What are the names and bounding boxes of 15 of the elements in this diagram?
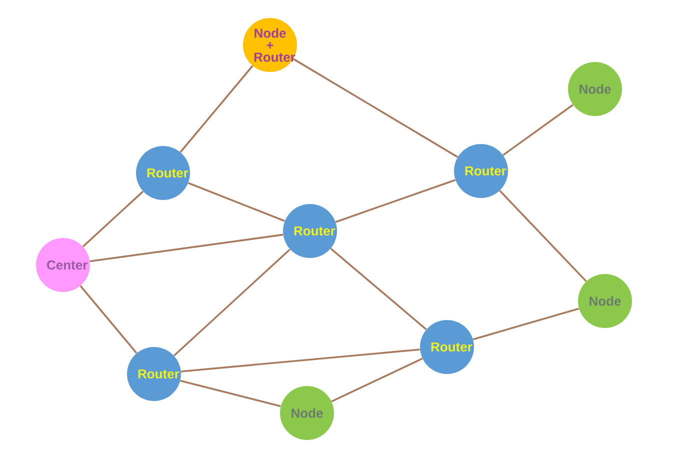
link-line — [331, 358, 423, 402]
link-line — [188, 182, 286, 222]
link-line — [80, 285, 138, 354]
link-line — [173, 248, 291, 356]
link-line — [472, 308, 580, 340]
link-line — [502, 104, 574, 156]
link-line — [180, 65, 254, 153]
link-line — [181, 348, 420, 372]
link-line — [82, 190, 144, 248]
link-line — [180, 380, 281, 408]
link-line — [335, 179, 456, 223]
link-line — [330, 248, 427, 330]
link-line — [499, 190, 587, 282]
link-line — [292, 58, 458, 158]
link-line — [90, 234, 284, 262]
